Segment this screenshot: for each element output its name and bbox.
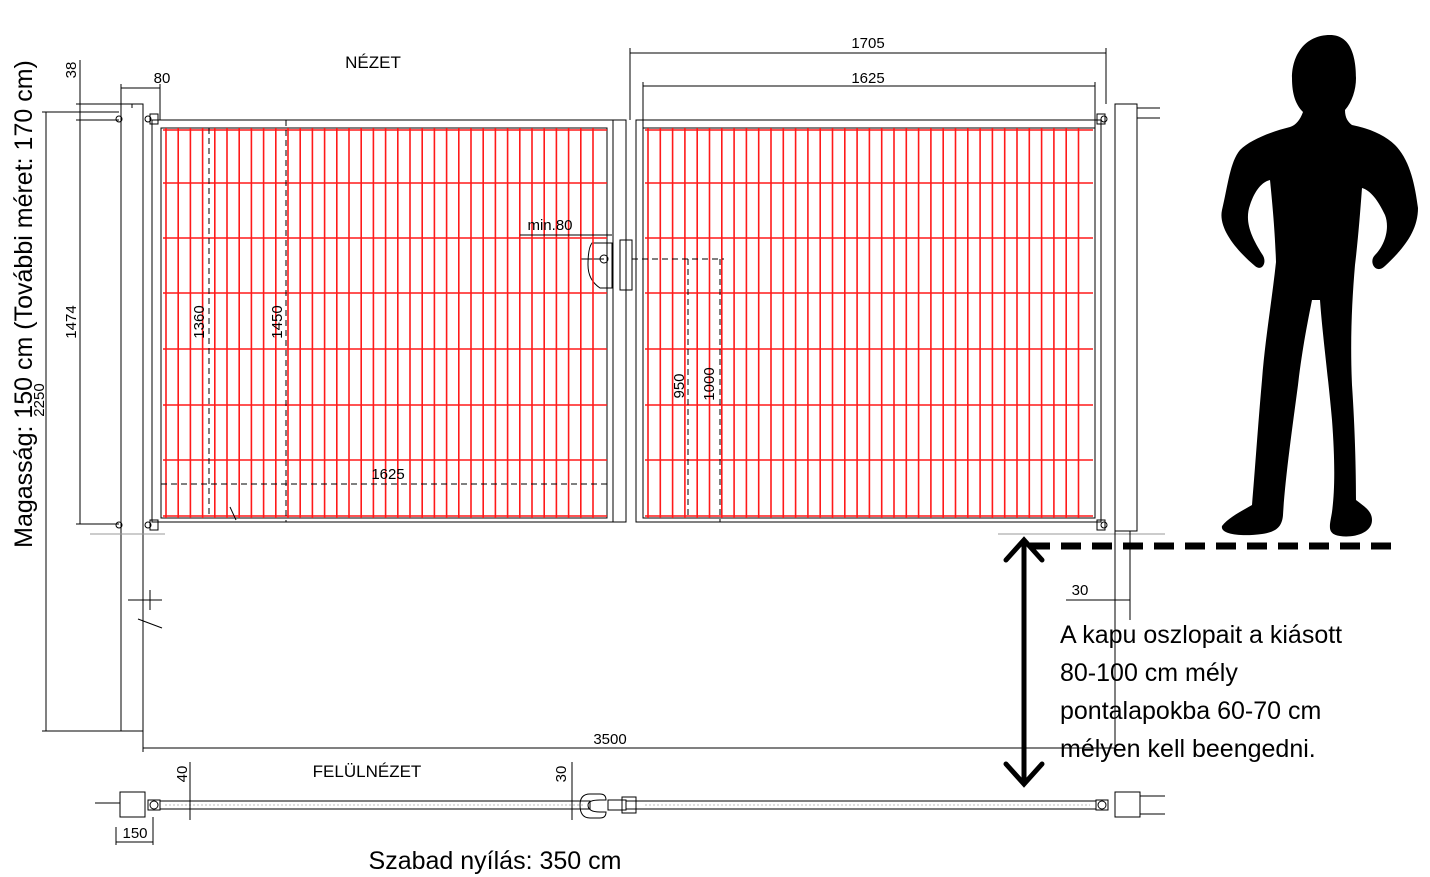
dim-1360: 1360 [191, 305, 208, 338]
dim-30-side: 30 [1072, 582, 1089, 599]
front-view [115, 103, 1160, 732]
dim-2250: 2250 [31, 383, 48, 416]
dim-950: 950 [671, 373, 688, 398]
dim-1625-top: 1625 [851, 70, 884, 87]
dim-1474: 1474 [63, 305, 80, 338]
top-view [95, 762, 1165, 845]
dim-40: 40 [174, 766, 191, 783]
left-post [120, 103, 144, 732]
dim-1000: 1000 [701, 367, 718, 400]
front-view-title: NÉZET [345, 53, 401, 72]
dim-1450: 1450 [269, 305, 286, 338]
right-post [1114, 103, 1138, 532]
dim-min80: min.80 [527, 217, 572, 234]
dim-1705: 1705 [851, 35, 884, 52]
mesh-right-leaf [645, 128, 1093, 518]
top-view-title: FELÜLNÉZET [313, 762, 422, 781]
mesh-left-leaf [163, 128, 607, 518]
lock [580, 239, 633, 291]
dim-1625-inner: 1625 [371, 466, 404, 483]
foundation-note-line-3: pontalapokba 60-70 cm [1060, 697, 1321, 725]
foundation-note: A kapu oszlopait a kiásott 80-100 cm mél… [1060, 621, 1342, 763]
hinges [115, 113, 1108, 531]
dim-30-top: 30 [553, 766, 570, 783]
dim-3500: 3500 [593, 731, 626, 748]
foundation-note-line-1: A kapu oszlopait a kiásott [1060, 621, 1342, 649]
dim-80: 80 [154, 70, 171, 87]
right-leaf-frame [635, 119, 1102, 523]
dim-38: 38 [63, 62, 80, 79]
dim-150: 150 [122, 825, 147, 842]
foundation-note-line-2: 80-100 cm mély [1060, 659, 1238, 687]
dimension-lines [42, 48, 1165, 752]
dimension-text: 1705 1625 38 80 1474 2250 1360 1450 1625… [31, 35, 1088, 842]
inner-dimensions [161, 119, 724, 523]
depth-arrow [1003, 536, 1045, 788]
person-silhouette [1221, 35, 1418, 537]
foundation-note-line-4: mélyen kell beengedni. [1060, 735, 1316, 763]
center-post [612, 119, 627, 523]
height-note: Magasság: 150 cm (További méret: 170 cm) [10, 60, 38, 548]
free-opening-label: Szabad nyílás: 350 cm [369, 847, 622, 875]
